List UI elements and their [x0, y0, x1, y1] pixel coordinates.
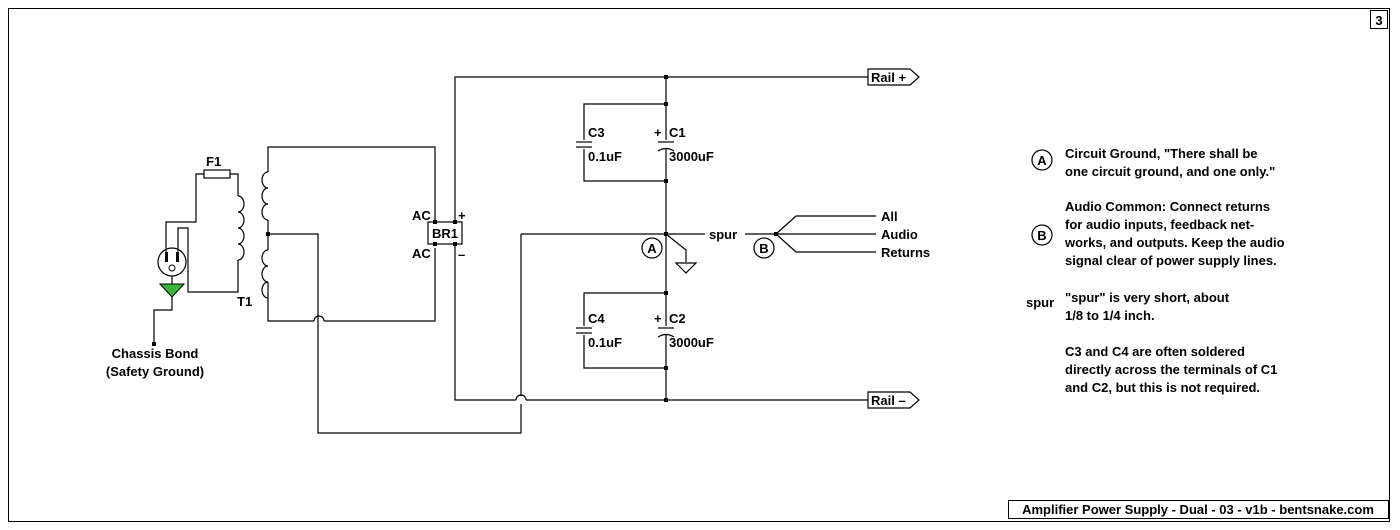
node-b-label: B — [759, 241, 768, 256]
capacitor-c4-value: 0.1uF — [588, 335, 622, 350]
returns-label-audio: Audio — [881, 227, 918, 242]
bridge-plus-label: + — [458, 208, 466, 223]
rail-minus-connector — [867, 391, 920, 409]
spur-label: spur — [709, 227, 737, 242]
capacitor-c4-icon — [576, 327, 592, 334]
safety-ground-label: (Safety Ground) — [106, 364, 204, 379]
capacitor-c4-label: C4 — [588, 311, 605, 326]
circuit-ground-icon — [674, 262, 698, 274]
node-a-label: A — [647, 241, 657, 256]
safety-ground-icon — [158, 283, 186, 298]
note-b-marker — [1031, 224, 1053, 246]
title-block — [1008, 500, 1389, 519]
transformer-t1-icon — [237, 171, 269, 299]
page-number: 3 — [1375, 13, 1382, 28]
capacitor-c1-label: C1 — [669, 125, 686, 140]
note-c-line2: directly across the terminals of C1 — [1065, 362, 1277, 377]
capacitor-c3-label: C3 — [588, 125, 605, 140]
note-spur-line1: "spur" is very short, about — [1065, 290, 1230, 305]
returns-label-returns: Returns — [881, 245, 930, 260]
note-spur-key: spur — [1026, 295, 1054, 310]
ac-inlet-icon — [157, 247, 187, 277]
fuse-f1-label: F1 — [206, 154, 221, 169]
rail-plus-label: Rail + — [871, 70, 906, 85]
returns-label-all: All — [881, 209, 898, 224]
transformer-t1-label: T1 — [237, 294, 252, 309]
note-b-line4: signal clear of power supply lines. — [1065, 253, 1277, 268]
page-number-box — [1370, 10, 1388, 29]
bridge-br1-icon — [427, 221, 463, 245]
note-b-line3: works, and outputs. Keep the audio — [1064, 235, 1285, 250]
capacitor-c3-value: 0.1uF — [588, 149, 622, 164]
note-a-symbol: A — [1037, 153, 1047, 168]
capacitor-c2-icon — [657, 327, 675, 338]
node-b-marker — [753, 237, 775, 259]
note-b-line1: Audio Common: Connect returns — [1065, 199, 1270, 214]
capacitor-c1-icon — [657, 141, 675, 152]
page-border — [8, 8, 1390, 522]
bridge-br1-label: BR1 — [432, 226, 458, 241]
bridge-minus-label: – — [458, 247, 465, 262]
note-a-line2: one circuit ground, and one only." — [1065, 164, 1275, 179]
capacitor-c2-plus: + — [654, 311, 662, 326]
capacitor-c3-icon — [576, 141, 592, 148]
capacitor-c1-value: 3000uF — [669, 149, 714, 164]
capacitor-c1-plus: + — [654, 125, 662, 140]
node-a-marker — [641, 237, 663, 259]
title-block-text: Amplifier Power Supply - Dual - 03 - v1b… — [1022, 502, 1374, 517]
note-b-line2: for audio inputs, feedback net- — [1065, 217, 1254, 232]
bridge-ac-bottom-label: AC — [412, 246, 431, 261]
capacitor-c2-label: C2 — [669, 311, 686, 326]
note-c-line3: and C2, but this is not required. — [1065, 380, 1260, 395]
capacitor-c2-value: 3000uF — [669, 335, 714, 350]
note-spur-line2: 1/8 to 1/4 inch. — [1065, 308, 1155, 323]
bridge-ac-top-label: AC — [412, 208, 431, 223]
rail-minus-label: Rail – — [871, 393, 906, 408]
note-a-marker — [1031, 149, 1053, 171]
note-b-symbol: B — [1037, 228, 1046, 243]
note-c-line1: C3 and C4 are often soldered — [1065, 344, 1245, 359]
rail-plus-connector — [867, 68, 920, 86]
note-a-line1: Circuit Ground, "There shall be — [1065, 146, 1258, 161]
fuse-f1-icon — [203, 169, 231, 179]
chassis-bond-label: Chassis Bond — [112, 346, 199, 361]
